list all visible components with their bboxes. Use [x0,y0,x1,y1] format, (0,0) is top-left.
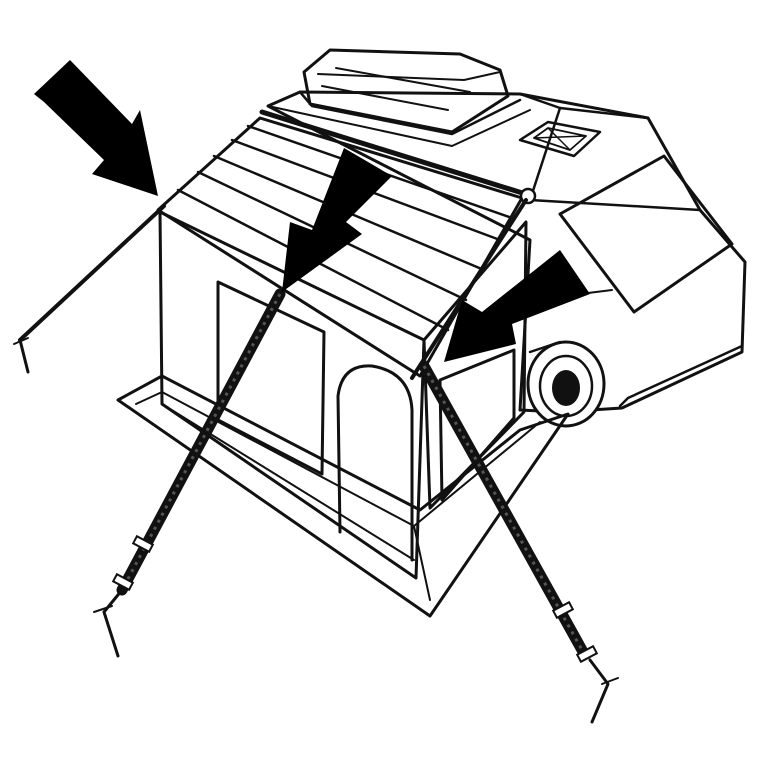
arrow-right-pole-top-icon [444,250,590,362]
arrow-left-pole-top-icon [34,60,158,196]
van-side-window [558,154,734,314]
arrow-front-pole-top-icon [282,148,392,292]
tent-side-wall [422,220,528,510]
roof-box [267,48,531,147]
roof-vent [518,120,602,158]
van-body [266,90,747,414]
front-pole [93,288,286,658]
van-wheel [526,340,606,428]
right-pole [410,198,619,724]
left-pole [13,204,166,374]
awning-poles [13,198,619,724]
